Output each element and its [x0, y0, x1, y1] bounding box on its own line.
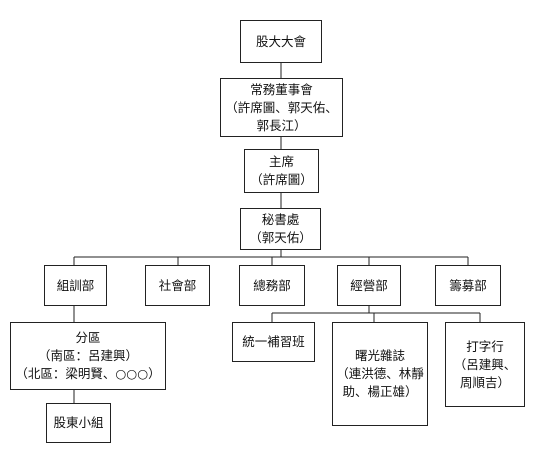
node-text-line: 打字行	[466, 338, 504, 354]
node-text-line: 總務部	[253, 277, 291, 293]
node-training-dept: 組訓部	[44, 265, 107, 306]
node-shareholders-meeting: 股大大會	[240, 20, 322, 63]
node-text-line: （許席圖）	[250, 172, 313, 187]
node-text-line: 經營部	[350, 277, 388, 293]
node-chairman: 主席 （許席圖）	[244, 149, 319, 193]
node-tutoring-class: 統一補習班	[232, 322, 315, 362]
node-text-line: （南區：呂建興）	[37, 348, 138, 363]
node-text-line: 周順吉）	[459, 374, 510, 390]
node-text-line: （北區：梁明賢、○○○）	[15, 366, 161, 381]
node-typing-shop: 打字行 （呂建興、周順吉）	[445, 322, 525, 407]
node-text-line: 組訓部	[56, 277, 95, 293]
node-dawn-magazine: 曙光雜誌 （連洪德、林靜助、楊正雄）	[332, 322, 428, 426]
node-text-line: 曙光雜誌	[354, 348, 405, 363]
node-text-line: 秘書處	[261, 212, 300, 227]
node-text-line: 主席	[268, 154, 294, 169]
node-text-line: 統一補習班	[242, 334, 305, 349]
node-text-line: （許席圖、郭天佑、	[225, 99, 338, 115]
node-text-line: 分區	[75, 330, 101, 345]
node-general-affairs-dept: 總務部	[239, 265, 305, 306]
node-shareholder-group: 股東小組	[46, 403, 111, 443]
node-text-line: （呂建興、	[453, 356, 517, 372]
node-text-line: 助、楊正雄）	[342, 384, 418, 399]
node-social-dept: 社會部	[145, 265, 210, 306]
node-text-line: 股大大會	[255, 33, 306, 49]
connector-lines	[73, 63, 481, 403]
node-text-line: 股東小組	[53, 415, 104, 430]
node-standing-board: 常務董事會 （許席圖、郭天佑、郭長江）	[220, 78, 343, 137]
node-district: 分區 （南區：呂建興） （北區：梁明賢、○○○）	[10, 322, 166, 390]
node-secretariat: 秘書處 （郭天佑）	[240, 208, 321, 250]
node-text-line: 郭長江）	[256, 117, 307, 133]
node-text-line: （郭天佑）	[249, 230, 312, 245]
node-fundraising-dept: 籌募部	[435, 265, 501, 306]
node-business-dept: 經營部	[337, 265, 401, 306]
node-text-line: （連洪德、林靜	[336, 366, 424, 381]
node-text-line: 社會部	[158, 277, 197, 293]
node-text-line: 籌募部	[449, 277, 487, 293]
node-text-line: 常務董事會	[250, 81, 313, 97]
